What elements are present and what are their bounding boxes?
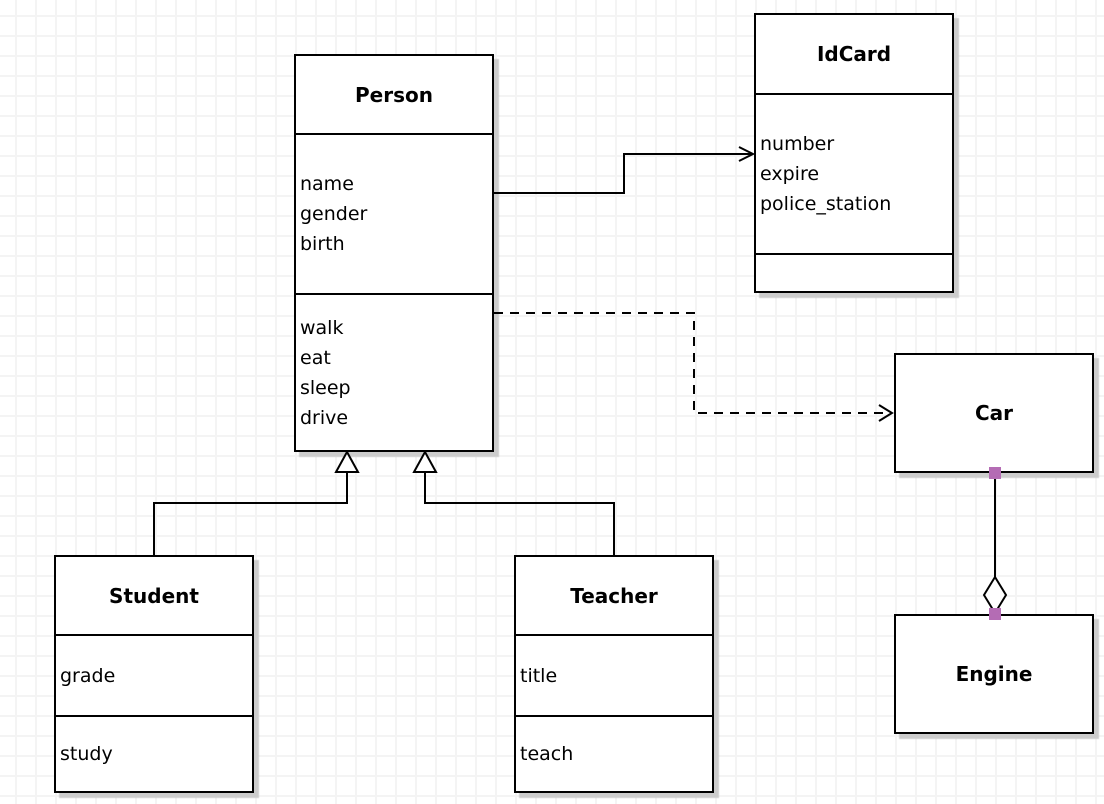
- association-line[interactable]: [494, 153, 751, 194]
- generalization-line[interactable]: [424, 471, 615, 555]
- connector-aggregation-car-engine[interactable]: [982, 467, 1008, 620]
- method-row: study: [60, 743, 113, 765]
- class-box-engine[interactable]: Engine: [894, 614, 1094, 734]
- attribute-row: police_station: [760, 193, 892, 215]
- open-arrowhead-icon: [738, 146, 756, 162]
- class-box-person[interactable]: Person name gender birth walk eat sleep …: [294, 54, 494, 452]
- generalization-line[interactable]: [153, 471, 348, 555]
- attribute-row: name: [300, 173, 354, 195]
- connector-generalization-student-person[interactable]: [153, 449, 360, 555]
- methods-section-teacher: teach: [516, 715, 712, 791]
- method-row: drive: [300, 406, 349, 429]
- attribute-row: gender: [300, 203, 368, 225]
- attributes-section-person: name gender birth: [296, 133, 492, 293]
- class-box-student[interactable]: Student grade study: [54, 555, 254, 793]
- attributes-section-student: grade: [56, 634, 252, 715]
- class-box-idcard[interactable]: IdCard number expire police_station: [754, 13, 954, 293]
- class-title-engine: Engine: [955, 662, 1033, 686]
- attribute-row: grade: [60, 664, 116, 687]
- class-title-idcard: IdCard: [816, 42, 892, 66]
- attribute-row: expire: [760, 163, 820, 185]
- attributes-section-idcard: number expire police_station: [756, 93, 952, 253]
- hollow-triangle-icon: [412, 449, 438, 473]
- class-box-car[interactable]: Car: [894, 353, 1094, 473]
- class-box-teacher[interactable]: Teacher title teach: [514, 555, 714, 793]
- dependency-line[interactable]: [494, 312, 888, 414]
- methods-section-student: study: [56, 715, 252, 791]
- hollow-triangle-icon: [334, 449, 360, 473]
- attributes-section-teacher: title: [516, 634, 712, 715]
- attribute-row: number: [760, 133, 835, 155]
- methods-section-idcard: [756, 253, 952, 291]
- open-arrowhead-icon: [878, 404, 894, 422]
- class-title-student: Student: [109, 583, 199, 608]
- method-row: sleep: [300, 376, 351, 399]
- method-row: eat: [300, 346, 331, 369]
- class-title-teacher: Teacher: [570, 583, 658, 608]
- connector-generalization-teacher-person[interactable]: [412, 449, 615, 555]
- class-title-person: Person: [355, 82, 433, 107]
- connector-association-person-idcard[interactable]: [494, 146, 756, 194]
- method-row: walk: [300, 316, 344, 339]
- class-title-car: Car: [974, 401, 1014, 425]
- hollow-diamond-icon: [982, 575, 1008, 615]
- method-row: teach: [520, 743, 574, 765]
- attribute-row: birth: [300, 233, 345, 255]
- connector-dependency-person-car[interactable]: [494, 312, 894, 422]
- methods-section-person: walk eat sleep drive: [296, 293, 492, 450]
- attribute-row: title: [520, 664, 558, 687]
